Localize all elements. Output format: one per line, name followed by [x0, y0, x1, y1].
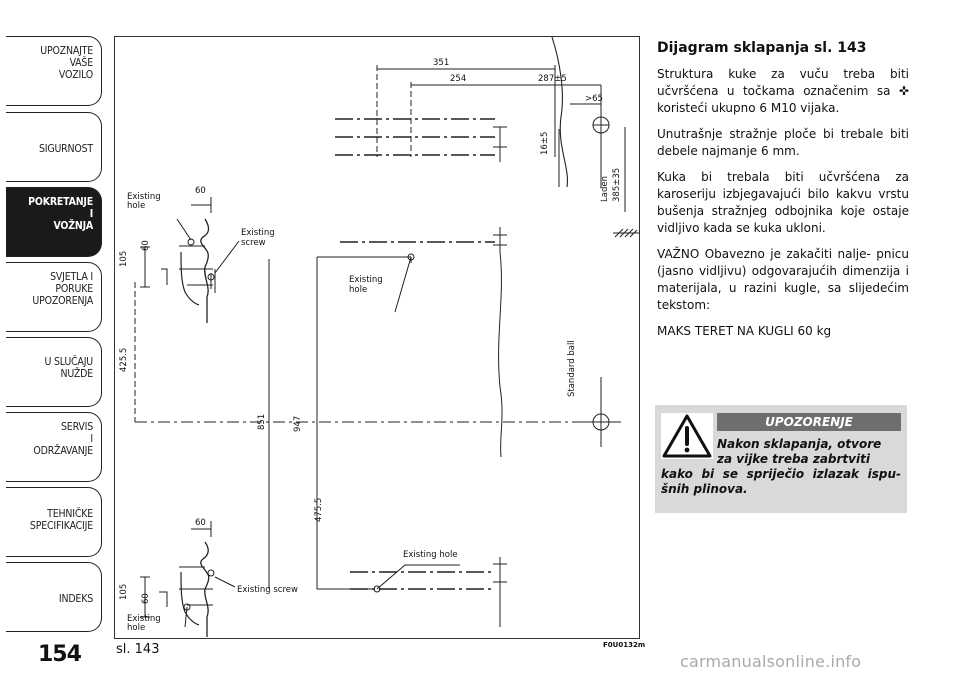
- dim-425: 425.5: [119, 348, 129, 372]
- hole-label-1: hole: [127, 201, 145, 211]
- standard-ball-label: Standard ball: [567, 340, 577, 397]
- dim-351: 351: [433, 58, 449, 68]
- tab-u-slucaju[interactable]: U SLUČAJU NUŽDE: [6, 337, 102, 407]
- tab-label: SVJETLA I PORUKE UPOZORENJA: [32, 271, 93, 307]
- tab-label: SIGURNOST: [38, 143, 93, 155]
- dim-385: 385±35: [612, 168, 622, 202]
- existing-hole-label-3: Existing: [127, 614, 161, 624]
- tab-upoznajte[interactable]: UPOZNAJTE VAŠE VOZILO: [6, 36, 102, 106]
- tab-svjetla[interactable]: SVJETLA I PORUKE UPOZORENJA: [6, 262, 102, 332]
- tab-sigurnost[interactable]: SIGURNOST: [6, 112, 102, 182]
- watermark: carmanualsonline.info: [680, 652, 862, 671]
- tab-label: POKRETANJE I VOŽNJA: [28, 196, 93, 232]
- assembly-diagram: 351 254 287±5 >65 16±5 Laden 385±35 Exis…: [114, 36, 640, 639]
- dim-105-bottom: 105: [119, 584, 129, 600]
- dim-60-bottom: 60: [195, 518, 206, 528]
- diagram-drawing: 351 254 287±5 >65 16±5 Laden 385±35 Exis…: [119, 37, 639, 637]
- warning-line-2: za vijke treba zabrtviti: [717, 452, 870, 466]
- paragraph-3: Kuka bi trebala biti učvršćena za karose…: [657, 170, 909, 235]
- figure-caption: sl. 143: [116, 642, 160, 657]
- warning-box: UPOZORENJE Nakon sklapanja, otvore za vi…: [655, 405, 907, 513]
- existing-hole-line-label: Existing hole: [403, 550, 458, 560]
- page-number: 154: [38, 642, 82, 667]
- tab-pokretanje[interactable]: POKRETANJE I VOŽNJA: [6, 187, 102, 257]
- tab-label: UPOZNAJTE VAŠE VOZILO: [40, 45, 93, 81]
- existing-screw-label-2: screw: [241, 238, 266, 248]
- figure-code: F0U0132m: [603, 641, 646, 649]
- tab-servis[interactable]: SERVIS I ODRŽAVANJE: [6, 412, 102, 482]
- paragraph-4: VAŽNO Obavezno je zakačiti nalje- pnicu …: [657, 247, 909, 312]
- paragraph-2: Unutrašnje stražnje ploče bi trebale bit…: [657, 127, 909, 158]
- dim-475: 475.5: [314, 498, 324, 522]
- dim-16: 16±5: [540, 132, 550, 155]
- section-title: Dijagram sklapanja sl. 143: [657, 40, 867, 56]
- existing-hole-label-1: Existing: [127, 192, 161, 202]
- warning-text: Nakon sklapanja, otvore za vijke treba z…: [661, 437, 901, 497]
- tab-label: TEHNIČKE SPECIFIKACIJE: [29, 508, 93, 532]
- dim-65: >65: [585, 94, 603, 104]
- paragraph-1: Struktura kuke za vuču treba biti učvršć…: [657, 67, 909, 115]
- tab-label: SERVIS I ODRŽAVANJE: [33, 421, 93, 457]
- warning-line-1: Nakon sklapanja, otvore: [717, 437, 882, 451]
- dim-60-side-bottom: 60: [141, 593, 151, 604]
- warning-icon: [661, 413, 713, 459]
- content-column: Dijagram sklapanja sl. 143 Struktura kuk…: [657, 40, 909, 349]
- dim-60-side-top: 60: [141, 240, 151, 251]
- tab-indeks[interactable]: INDEKS: [6, 562, 102, 632]
- dim-851: 851: [257, 414, 267, 430]
- tab-tehnicke[interactable]: TEHNIČKE SPECIFIKACIJE: [6, 487, 102, 557]
- dim-287: 287±5: [538, 74, 567, 84]
- warning-line-rest: kako bi se spriječio izlazak ispu- šnih …: [661, 467, 901, 496]
- dim-947: 947: [293, 416, 303, 432]
- paragraph-5: MAKS TERET NA KUGLI 60 kg: [657, 324, 832, 338]
- dim-60-top: 60: [195, 186, 206, 196]
- tab-label: U SLUČAJU NUŽDE: [44, 356, 93, 380]
- dim-254: 254: [450, 74, 466, 84]
- hole-label-3: hole: [127, 623, 145, 633]
- existing-screw-line-label: Existing screw: [237, 585, 298, 595]
- existing-hole-label-2: Existing: [349, 275, 383, 285]
- tab-label: INDEKS: [58, 593, 93, 605]
- laden-label: Laden: [600, 176, 610, 202]
- dim-105-top: 105: [119, 251, 129, 267]
- warning-heading: UPOZORENJE: [717, 413, 901, 431]
- hole-label-2: hole: [349, 285, 367, 295]
- existing-screw-label-1: Existing: [241, 228, 275, 238]
